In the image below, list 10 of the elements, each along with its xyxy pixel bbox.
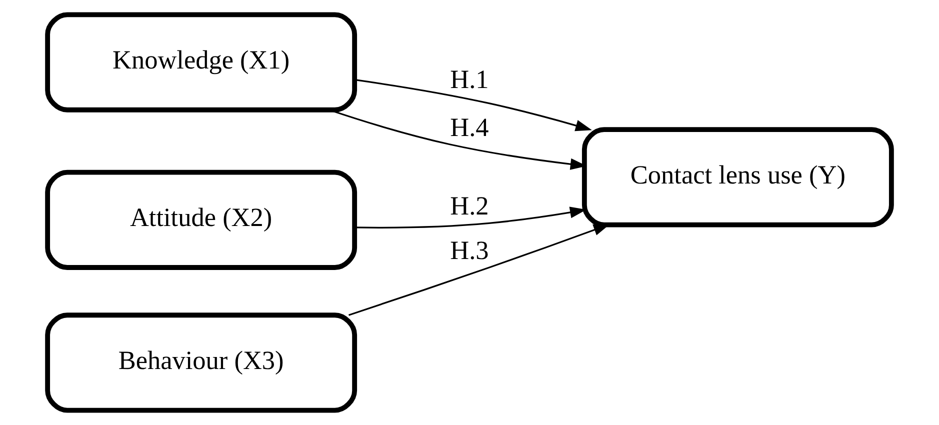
edge-label: H.3 [450, 236, 489, 265]
node-box: Attitude (X2) [45, 170, 358, 270]
edge-label: H.4 [450, 112, 489, 142]
edge-label: H.1 [450, 65, 489, 94]
node-box: Behaviour (X3) [45, 312, 358, 413]
edge-label: H.2 [450, 192, 489, 221]
node-box: Contact lens use (Y) [582, 127, 894, 228]
node-box: Knowledge (X1) [45, 12, 358, 112]
arrow [354, 206, 586, 228]
arrow [355, 79, 592, 132]
